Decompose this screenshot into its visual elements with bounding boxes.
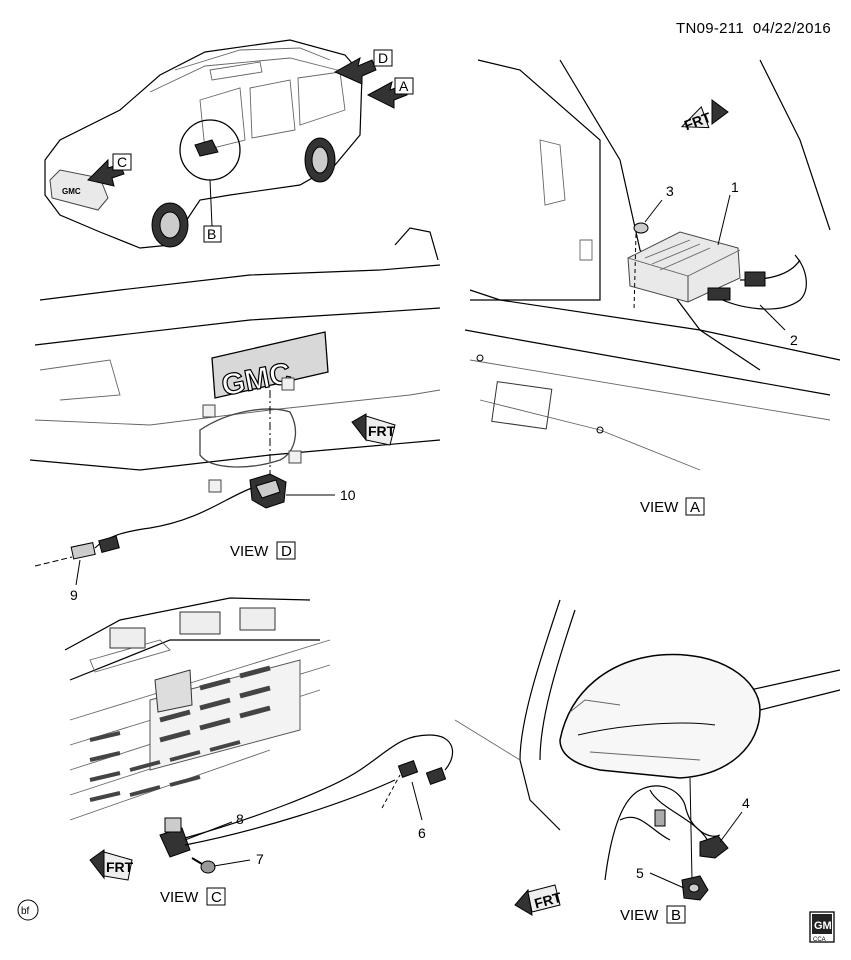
svg-text:GMC: GMC [62, 187, 81, 196]
camera-part-10 [249, 473, 287, 509]
arrow-a-overview: A [366, 77, 414, 109]
svg-text:D: D [281, 543, 292, 560]
callout-5: 5 [636, 865, 685, 889]
svg-text:9: 9 [70, 587, 78, 603]
nut-part-3 [633, 222, 649, 311]
callout-6: 6 [411, 781, 426, 841]
frt-arrow-view-a: FRT [680, 99, 729, 133]
view-b-caption: VIEW B [620, 905, 686, 924]
callout-2: 2 [759, 304, 798, 348]
svg-text:VIEW: VIEW [640, 499, 679, 516]
svg-text:FRT: FRT [533, 889, 564, 912]
svg-text:7: 7 [256, 851, 264, 867]
svg-text:D: D [378, 50, 388, 66]
callout-1: 1 [717, 179, 739, 246]
module-part-1 [627, 231, 741, 303]
view-a: FRT 1 2 3 VIEW A [464, 59, 841, 516]
svg-text:VIEW: VIEW [620, 907, 659, 924]
camera-part-5 [681, 875, 709, 901]
harness-part-6 [184, 734, 454, 846]
view-d-caption: VIEW D [230, 541, 296, 560]
svg-text:bf: bf [21, 906, 30, 917]
view-c: FRT 8 7 6 VIEW C [64, 597, 454, 906]
svg-text:8: 8 [236, 811, 244, 827]
drawing-date: 04/22/2016 [752, 20, 831, 37]
svg-text:5: 5 [636, 865, 644, 881]
frt-arrow-view-d: FRT [351, 413, 396, 446]
callout-3: 3 [644, 183, 674, 223]
harness-part-2 [707, 254, 807, 310]
drawing-reference: TN09-211 04/22/2016 [676, 20, 831, 37]
mirror-housing [559, 653, 761, 779]
svg-text:FRT: FRT [682, 109, 713, 133]
drawing-number: TN09-211 [675, 20, 744, 37]
detail-circle-b: B [179, 119, 241, 243]
svg-text:6: 6 [418, 825, 426, 841]
callout-9: 9 [70, 559, 81, 603]
view-a-caption: VIEW A [640, 497, 705, 516]
svg-text:VIEW: VIEW [230, 543, 269, 560]
callout-7: 7 [213, 851, 264, 867]
svg-text:B: B [207, 226, 216, 242]
frt-arrow-view-c: FRT [89, 849, 134, 881]
svg-text:GM: GM [814, 920, 832, 932]
corner-code: bf [17, 899, 39, 921]
callout-8: 8 [184, 811, 244, 841]
gm-badge: GM CCA [809, 911, 835, 943]
svg-text:4: 4 [742, 795, 750, 811]
svg-text:FRT: FRT [368, 423, 396, 439]
svg-text:C: C [211, 889, 222, 906]
svg-text:10: 10 [340, 487, 356, 503]
harness-part-9 [34, 487, 253, 567]
svg-text:B: B [671, 907, 681, 924]
svg-text:2: 2 [790, 332, 798, 348]
svg-text:A: A [399, 78, 409, 94]
svg-text:C: C [117, 154, 127, 170]
harness-part-4 [604, 785, 729, 881]
camera-part-8 [159, 817, 191, 858]
svg-text:FRT: FRT [106, 859, 134, 875]
grille-logo-overview: GMC [62, 187, 81, 196]
svg-text:1: 1 [731, 179, 739, 195]
svg-text:3: 3 [666, 183, 674, 199]
view-c-caption: VIEW C [160, 887, 226, 906]
grille-mesh [69, 607, 331, 821]
svg-text:VIEW: VIEW [160, 889, 199, 906]
arrow-c-overview: C [87, 153, 132, 187]
arrow-d-overview: D [333, 49, 393, 85]
svg-text:CCA: CCA [813, 937, 826, 943]
callout-10: 10 [286, 487, 356, 503]
callout-4: 4 [719, 795, 750, 843]
view-d: GMC FRT 10 9 [29, 227, 441, 603]
view-b: FRT 4 5 VIEW B [454, 599, 841, 924]
screw-part-7 [191, 857, 216, 874]
svg-text:A: A [690, 499, 700, 516]
frt-arrow-view-b: FRT [514, 884, 564, 916]
